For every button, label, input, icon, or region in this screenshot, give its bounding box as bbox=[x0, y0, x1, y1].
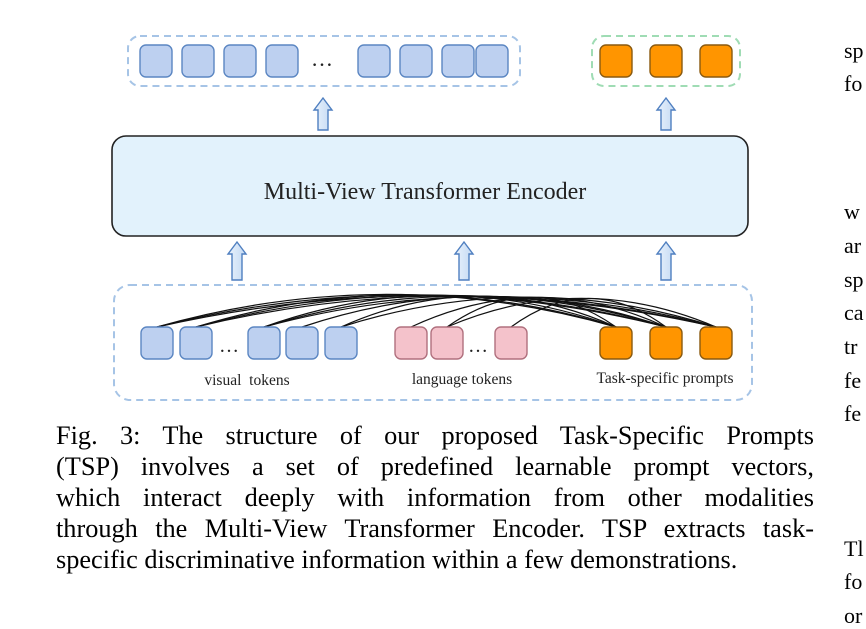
visual-token bbox=[140, 326, 174, 360]
attention-curves bbox=[156, 293, 717, 328]
attention-curve bbox=[510, 297, 667, 328]
attention-curve bbox=[263, 294, 617, 328]
output-token bbox=[399, 44, 433, 78]
caption-line: which interact deeply with information f… bbox=[56, 483, 814, 512]
up-arrow-icon bbox=[655, 96, 677, 131]
input-tokens-group bbox=[113, 284, 753, 401]
side-text-fragment: fo bbox=[844, 71, 863, 96]
side-text-fragment: w bbox=[844, 199, 860, 224]
language-token bbox=[430, 326, 464, 360]
visual-tokens-label: visual tokens bbox=[204, 372, 289, 389]
input-tokens bbox=[140, 326, 733, 360]
visual-token bbox=[247, 326, 281, 360]
figure-caption: Fig. 3: The structure of our proposed Ta… bbox=[56, 420, 814, 575]
language-ellipsis: … bbox=[468, 335, 488, 357]
output-token bbox=[139, 44, 173, 78]
output-prompt-group bbox=[591, 35, 741, 87]
language-token bbox=[494, 326, 528, 360]
visual-token bbox=[179, 326, 213, 360]
side-text-fragment: or bbox=[844, 603, 863, 628]
attention-curve bbox=[156, 293, 617, 328]
up-arrow-icon bbox=[453, 240, 475, 281]
attention-curve bbox=[195, 295, 717, 328]
prompt-token bbox=[599, 326, 633, 360]
up-arrow-icon bbox=[226, 240, 248, 281]
attention-curve bbox=[156, 294, 717, 328]
caption-line: Fig. 3: The structure of our proposed Ta… bbox=[56, 421, 814, 450]
side-text-fragment: Tl bbox=[844, 536, 864, 561]
caption-line: (TSP) involves a set of predefined learn… bbox=[56, 452, 814, 481]
output-token bbox=[265, 44, 299, 78]
visual-token bbox=[324, 326, 358, 360]
side-text-fragment: fe bbox=[844, 368, 862, 393]
up-arrow-icon bbox=[655, 240, 677, 281]
caption-line: specific discriminative information with… bbox=[56, 545, 738, 574]
attention-curve bbox=[446, 296, 617, 328]
top-ellipsis: … bbox=[311, 46, 333, 71]
visual-ellipsis: … bbox=[219, 335, 239, 357]
side-text-fragment: ca bbox=[844, 300, 864, 325]
up-arrow-icon bbox=[312, 96, 334, 131]
language-tokens-label: language tokens bbox=[412, 371, 512, 388]
attention-curve bbox=[340, 295, 617, 328]
output-prompt-token bbox=[599, 44, 633, 78]
prompt-token bbox=[699, 326, 733, 360]
caption-line: through the Multi-View Transformer Encod… bbox=[56, 514, 814, 543]
language-token bbox=[394, 326, 428, 360]
side-text-fragment: ar bbox=[844, 233, 862, 258]
prompt-token bbox=[649, 326, 683, 360]
output-token bbox=[475, 44, 509, 78]
side-text-fragment: fe bbox=[844, 401, 862, 426]
output-visual-language-group bbox=[127, 35, 521, 87]
output-token bbox=[181, 44, 215, 78]
output-token bbox=[441, 44, 475, 78]
output-prompt-token bbox=[649, 44, 683, 78]
architecture-diagram: … Multi-View Transformer Encoder … … vis… bbox=[111, 35, 753, 401]
task-prompts-label: Task-specific prompts bbox=[596, 370, 733, 387]
side-text-fragment: fo bbox=[844, 569, 863, 594]
arrows bbox=[226, 96, 677, 281]
encoder-label: Multi-View Transformer Encoder bbox=[264, 179, 587, 205]
output-prompt-token bbox=[699, 44, 733, 78]
transformer-encoder-block bbox=[111, 135, 749, 237]
attention-curve bbox=[195, 294, 617, 328]
output-token bbox=[357, 44, 391, 78]
output-token bbox=[223, 44, 257, 78]
visual-token bbox=[285, 326, 319, 360]
side-text-fragment: sp bbox=[844, 38, 864, 63]
side-text-fragment: tr bbox=[844, 334, 858, 359]
output-tokens bbox=[139, 44, 733, 78]
side-text-fragment: sp bbox=[844, 267, 864, 292]
